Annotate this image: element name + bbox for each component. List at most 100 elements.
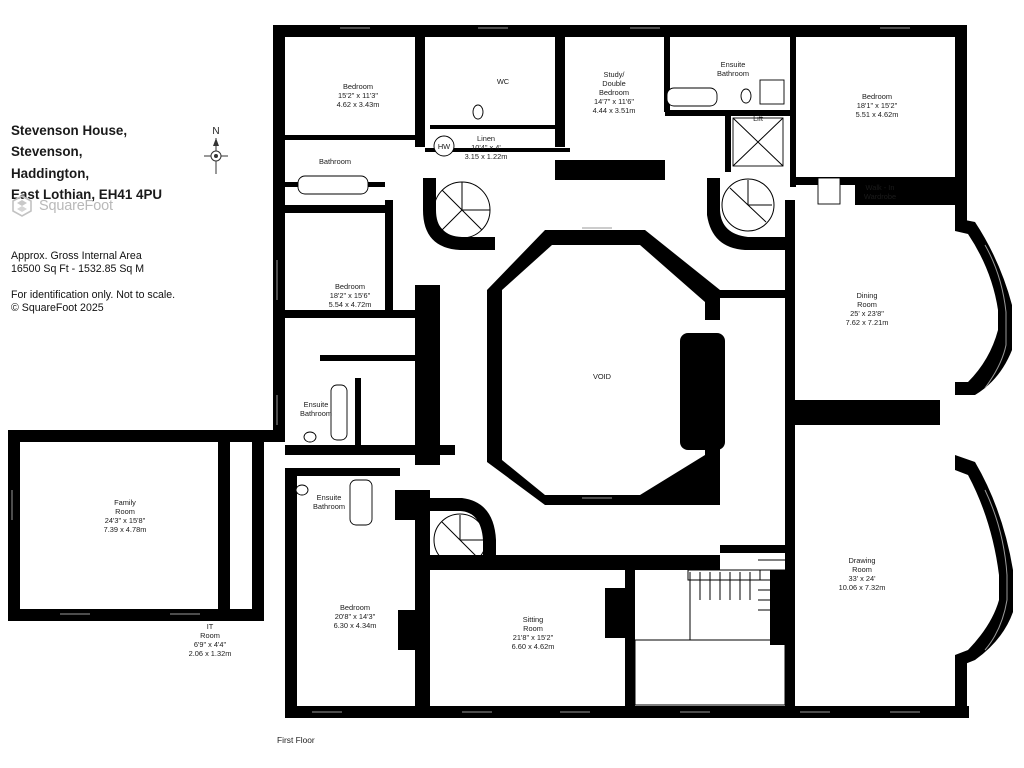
svg-text:7.39 x 4.78m: 7.39 x 4.78m bbox=[104, 525, 147, 534]
svg-text:25' x 23'8": 25' x 23'8" bbox=[850, 309, 884, 318]
svg-text:HW: HW bbox=[438, 142, 450, 151]
svg-text:Bathroom: Bathroom bbox=[313, 502, 345, 511]
copyright-line: © SquareFoot 2025 bbox=[11, 302, 104, 314]
spiral-staircase-s bbox=[430, 498, 496, 568]
spiral-staircase-nw bbox=[423, 178, 495, 250]
shower-ne bbox=[759, 79, 785, 105]
svg-text:18'1" x 15'2": 18'1" x 15'2" bbox=[857, 101, 898, 110]
svg-text:5.54 x 4.72m: 5.54 x 4.72m bbox=[329, 300, 372, 309]
svg-text:VOID: VOID bbox=[593, 372, 611, 381]
svg-text:Bedroom: Bedroom bbox=[335, 282, 365, 291]
dining-bay-window bbox=[955, 218, 1012, 395]
spiral-staircase-ne bbox=[707, 178, 785, 250]
svg-text:4.44 x 3.51m: 4.44 x 3.51m bbox=[593, 106, 636, 115]
svg-text:Bathroom: Bathroom bbox=[300, 409, 332, 418]
svg-text:Room: Room bbox=[852, 565, 872, 574]
svg-text:Study/: Study/ bbox=[604, 70, 626, 79]
svg-text:5.51 x 4.62m: 5.51 x 4.62m bbox=[856, 110, 899, 119]
main-staircase bbox=[634, 549, 786, 706]
svg-text:4.62 x 3.43m: 4.62 x 3.43m bbox=[337, 100, 380, 109]
svg-text:18'2" x 15'6": 18'2" x 15'6" bbox=[330, 291, 371, 300]
svg-text:Walk - In: Walk - In bbox=[866, 183, 895, 192]
svg-text:Drawing: Drawing bbox=[848, 556, 875, 565]
bath-w bbox=[330, 384, 348, 441]
svg-text:7.62 x 7.21m: 7.62 x 7.21m bbox=[846, 318, 889, 327]
svg-text:14'7" x 11'6": 14'7" x 11'6" bbox=[594, 97, 634, 106]
svg-text:Dining: Dining bbox=[857, 291, 878, 300]
svg-text:24'3" x 15'8": 24'3" x 15'8" bbox=[105, 516, 146, 525]
interior-walls bbox=[285, 37, 955, 710]
address-line-3: Haddington, bbox=[11, 165, 90, 181]
wc-toilet bbox=[472, 104, 484, 120]
svg-text:Room: Room bbox=[115, 507, 135, 516]
room-label-study: Study/ Double Bedroom 14'7" x 11'6" 4.44… bbox=[593, 70, 636, 115]
room-label-void: VOID bbox=[593, 372, 611, 381]
ensuite-w-toilet bbox=[303, 431, 317, 443]
address-line-2: Stevenson, bbox=[11, 144, 83, 160]
room-label-bedroom-s: Bedroom 20'8" x 14'3" 6.30 x 4.34m bbox=[334, 603, 377, 630]
svg-text:Bedroom: Bedroom bbox=[862, 92, 892, 101]
brand-name: SquareFoot bbox=[39, 198, 113, 214]
address-line-4: East Lothian, EH41 4PU bbox=[11, 186, 163, 202]
svg-text:6.30 x 4.34m: 6.30 x 4.34m bbox=[334, 621, 377, 630]
fixtures bbox=[295, 79, 841, 526]
room-label-linen: Linen 10'4" x 4' 3.15 x 1.22m bbox=[465, 134, 508, 161]
bath-ne bbox=[666, 87, 718, 107]
room-label-wc: WC bbox=[497, 77, 510, 86]
svg-text:Double: Double bbox=[602, 79, 625, 88]
area-value: 16500 Sq Ft - 1532.85 Sq M bbox=[11, 263, 145, 275]
svg-text:21'8" x 15'2": 21'8" x 15'2" bbox=[513, 633, 554, 642]
room-label-dining: Dining Room 25' x 23'8" 7.62 x 7.21m bbox=[846, 291, 889, 327]
room-label-bedroom-nw: Bedroom 15'2" x 11'3" 4.62 x 3.43m bbox=[337, 82, 380, 109]
svg-text:Ensuite: Ensuite bbox=[317, 493, 342, 502]
drawing-bay-window bbox=[955, 455, 1013, 668]
svg-text:33' x 24': 33' x 24' bbox=[848, 574, 876, 583]
svg-text:Family: Family bbox=[114, 498, 136, 507]
room-labels: Bedroom 15'2" x 11'3" 4.62 x 3.43m WC St… bbox=[104, 60, 899, 658]
bath-nw bbox=[297, 175, 369, 195]
squarefoot-brand: SquareFoot bbox=[11, 194, 113, 218]
svg-text:2.06 x 1.32m: 2.06 x 1.32m bbox=[189, 649, 232, 658]
room-label-lift: Lift bbox=[753, 114, 763, 123]
svg-text:Bedroom: Bedroom bbox=[343, 82, 373, 91]
svg-text:Room: Room bbox=[523, 624, 543, 633]
room-label-sitting: Sitting Room 21'8" x 15'2" 6.60 x 4.62m bbox=[512, 615, 555, 651]
svg-text:Bathroom: Bathroom bbox=[319, 157, 351, 166]
svg-text:Room: Room bbox=[200, 631, 220, 640]
north-arrow-icon: N bbox=[203, 124, 229, 181]
bath-s bbox=[349, 479, 373, 526]
disclaimer: For identification only. Not to scale. ©… bbox=[11, 289, 175, 315]
room-label-bedroom-w: Bedroom 18'2" x 15'6" 5.54 x 4.72m bbox=[329, 282, 372, 309]
room-label-drawing: Drawing Room 33' x 24' 10.06 x 7.32m bbox=[839, 556, 886, 592]
svg-text:Room: Room bbox=[857, 300, 877, 309]
room-label-bedroom-ne: Bedroom 18'1" x 15'2" 5.51 x 4.62m bbox=[856, 92, 899, 119]
room-label-ensuite-n: Ensuite Bathroom bbox=[717, 60, 749, 78]
svg-text:Bathroom: Bathroom bbox=[717, 69, 749, 78]
svg-text:IT: IT bbox=[207, 622, 214, 631]
ensuite-s-toilet bbox=[295, 484, 309, 496]
svg-text:Linen: Linen bbox=[477, 134, 495, 143]
svg-text:3.15 x 1.22m: 3.15 x 1.22m bbox=[465, 152, 508, 161]
svg-text:6.60 x 4.62m: 6.60 x 4.62m bbox=[512, 642, 555, 651]
exterior-walls bbox=[8, 25, 969, 718]
window-marks bbox=[11, 27, 920, 713]
wardrobe-unit bbox=[817, 177, 841, 205]
address-line-1: Stevenson House, bbox=[11, 123, 128, 138]
svg-text:15'2" x 11'3": 15'2" x 11'3" bbox=[338, 91, 378, 100]
room-label-family: Family Room 24'3" x 15'8" 7.39 x 4.78m bbox=[104, 498, 147, 534]
svg-text:10'4" x 4': 10'4" x 4' bbox=[471, 143, 501, 152]
svg-text:Wardrobe: Wardrobe bbox=[864, 192, 896, 201]
area-label: Approx. Gross Internal Area bbox=[11, 250, 142, 262]
svg-text:20'8" x 14'3": 20'8" x 14'3" bbox=[335, 612, 376, 621]
svg-text:Ensuite: Ensuite bbox=[721, 60, 746, 69]
svg-text:Bedroom: Bedroom bbox=[340, 603, 370, 612]
gross-area-info: Approx. Gross Internal Area 16500 Sq Ft … bbox=[11, 250, 144, 276]
room-label-hw: HW bbox=[438, 142, 450, 151]
room-label-ensuite-w: Ensuite Bathroom bbox=[300, 400, 332, 418]
svg-text:10.06 x 7.32m: 10.06 x 7.32m bbox=[839, 583, 886, 592]
ensuite-toilet bbox=[740, 88, 752, 104]
disclaimer-line-1: For identification only. Not to scale. bbox=[11, 289, 176, 301]
hot-water-cylinder bbox=[433, 135, 455, 157]
